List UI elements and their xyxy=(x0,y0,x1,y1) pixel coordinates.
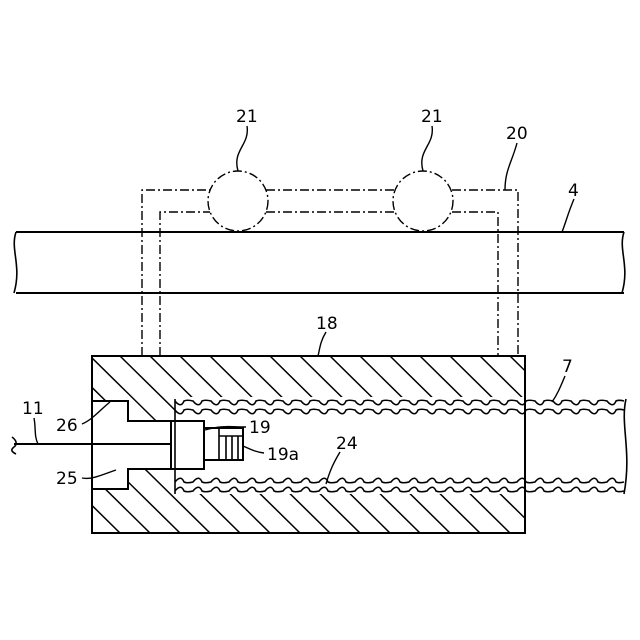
leader-20 xyxy=(505,143,517,190)
hatch-line xyxy=(630,356,640,533)
leader-21-left xyxy=(237,126,248,171)
label-20: 20 xyxy=(506,124,528,144)
label-18: 18 xyxy=(316,314,338,334)
leader-21-right xyxy=(422,126,433,171)
label-19: 19 xyxy=(249,418,271,438)
bar-4-break-right xyxy=(622,232,625,293)
label-7: 7 xyxy=(562,357,573,377)
leader-18 xyxy=(318,332,326,356)
leader-4 xyxy=(562,199,574,232)
label-21-left: 21 xyxy=(236,107,258,127)
leader-11 xyxy=(34,418,38,444)
wire-11-break xyxy=(12,437,16,454)
bar-4 xyxy=(16,232,624,293)
hatch-line xyxy=(510,356,640,533)
bump-left-21 xyxy=(208,171,268,231)
label-19a: 19a xyxy=(267,445,299,465)
label-24: 24 xyxy=(336,434,358,454)
hatch-line xyxy=(540,356,640,533)
frame-20-inner xyxy=(160,212,498,356)
hatch-line xyxy=(600,356,640,533)
hatch-line xyxy=(570,356,640,533)
tube-7-break xyxy=(624,399,627,494)
label-25: 25 xyxy=(56,469,78,489)
bump-right-21 xyxy=(393,171,453,231)
label-4: 4 xyxy=(568,181,579,201)
label-26: 26 xyxy=(56,416,78,436)
label-21-right: 21 xyxy=(421,107,443,127)
bar-4-break-left xyxy=(14,232,17,293)
leader-7 xyxy=(552,376,565,402)
label-11: 11 xyxy=(22,399,44,419)
